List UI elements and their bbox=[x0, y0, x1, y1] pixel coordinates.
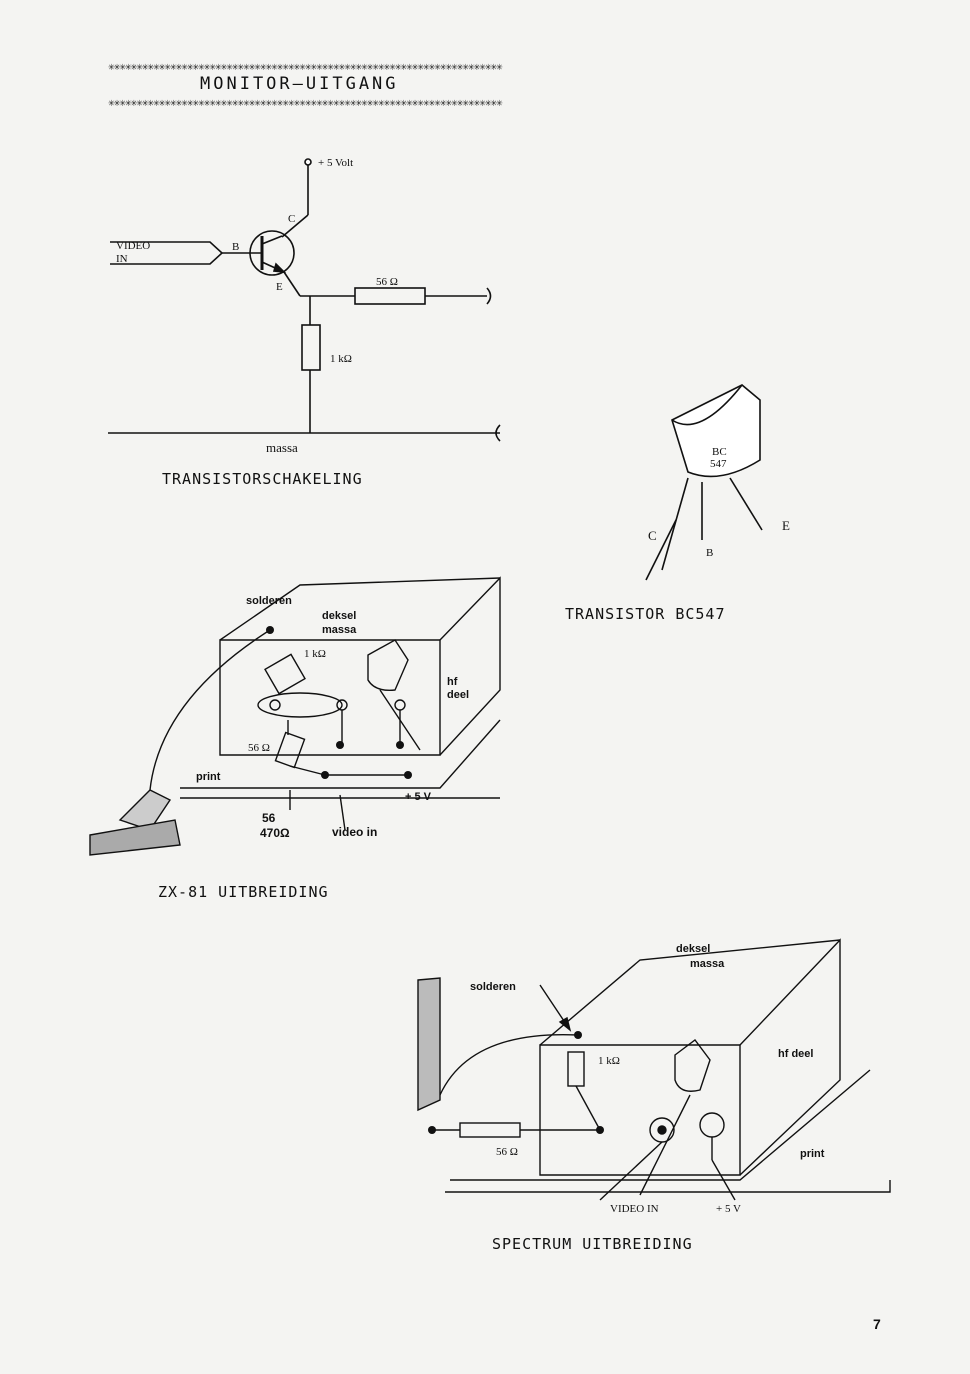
zx81-solder-label: solderen bbox=[246, 595, 292, 607]
r-series-label: 56 Ω bbox=[376, 276, 398, 288]
zx81-print-label: print bbox=[196, 771, 221, 783]
zx81-video-in-label: video in bbox=[332, 825, 377, 839]
spectrum-video-in-label: VIDEO IN bbox=[610, 1203, 659, 1215]
page-title: MONITOR—UITGANG bbox=[200, 74, 399, 94]
video-in-label-2: IN bbox=[116, 253, 128, 265]
transistor-circuit bbox=[108, 158, 501, 442]
zx81-rnote-2: 470Ω bbox=[260, 826, 290, 840]
zx81-solder-points bbox=[266, 626, 412, 779]
zx81-rnote-1: 56 bbox=[262, 811, 276, 825]
zx81-drawing bbox=[89, 576, 501, 856]
spectrum-r1k-label: 1 kΩ bbox=[598, 1055, 620, 1067]
video-in-label-1: VIDEO bbox=[116, 240, 150, 252]
transistor-circuit-caption: TRANSISTORSCHAKELING bbox=[162, 470, 363, 488]
zx81-cover-label-2: massa bbox=[322, 624, 357, 636]
zx81-hf-label-2: deel bbox=[447, 689, 469, 701]
zx81-plus5-label: + 5 V bbox=[405, 791, 432, 803]
spectrum-caption: SPECTRUM UITBREIDING bbox=[492, 1235, 693, 1253]
spectrum-r56-label: 56 Ω bbox=[496, 1146, 518, 1158]
zx81-r56-label: 56 Ω bbox=[248, 742, 270, 754]
zx81-hf-label-1: hf bbox=[447, 676, 458, 688]
header-stars-bottom: ✳✳✳✳✳✳✳✳✳✳✳✳✳✳✳✳✳✳✳✳✳✳✳✳✳✳✳✳✳✳✳✳✳✳✳✳✳✳✳✳… bbox=[108, 96, 503, 108]
spectrum-plus5-label: + 5 V bbox=[716, 1203, 741, 1215]
base-label: B bbox=[232, 241, 239, 253]
page-number: 7 bbox=[873, 1316, 881, 1332]
spectrum-print-label: print bbox=[800, 1148, 825, 1160]
emitter-label: E bbox=[276, 281, 283, 293]
bc547-caption: TRANSISTOR BC547 bbox=[565, 605, 726, 623]
ground-label: massa bbox=[266, 440, 298, 455]
bc547-drawing bbox=[645, 384, 763, 581]
zx81-caption: ZX-81 UITBREIDING bbox=[158, 883, 329, 901]
spectrum-drawing bbox=[417, 938, 891, 1201]
spectrum-cover-label-2: massa bbox=[690, 958, 725, 970]
supply-label: + 5 Volt bbox=[318, 157, 353, 169]
spectrum-hf-label: hf deel bbox=[778, 1048, 813, 1060]
bc547-pin-b: B bbox=[706, 547, 713, 559]
zx81-cover-label-1: deksel bbox=[322, 610, 356, 622]
bc547-pin-c: C bbox=[648, 528, 657, 543]
spectrum-solder-label: solderen bbox=[470, 981, 516, 993]
spectrum-solder-points bbox=[428, 1031, 604, 1134]
zx81-r1k-label: 1 kΩ bbox=[304, 648, 326, 660]
bc547-marking-1: BC bbox=[712, 446, 727, 458]
collector-label: C bbox=[288, 213, 295, 225]
header-stars-top: ✳✳✳✳✳✳✳✳✳✳✳✳✳✳✳✳✳✳✳✳✳✳✳✳✳✳✳✳✳✳✳✳✳✳✳✳✳✳✳✳… bbox=[108, 60, 503, 72]
bc547-marking-2: 547 bbox=[710, 458, 727, 470]
r-ground-label: 1 kΩ bbox=[330, 353, 352, 365]
bc547-pin-e: E bbox=[782, 518, 790, 533]
spectrum-cover-label-1: deksel bbox=[676, 943, 710, 955]
